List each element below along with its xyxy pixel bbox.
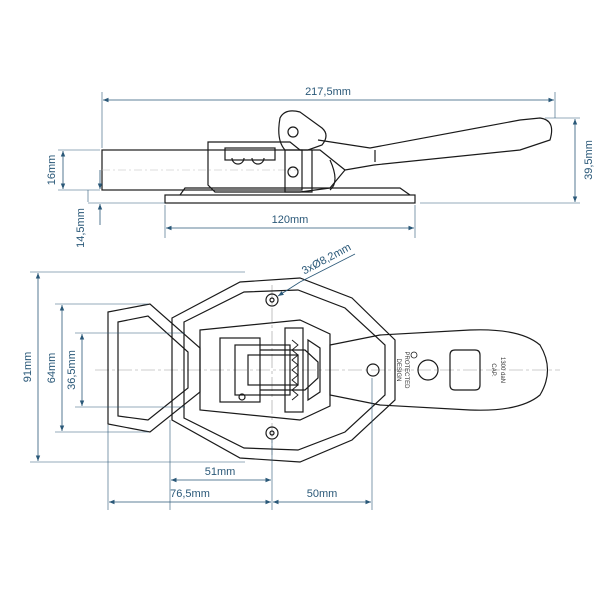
dim-total-height: 39,5mm — [583, 140, 595, 180]
lever-pivot — [366, 363, 380, 377]
logo-icon — [417, 359, 439, 381]
top-hook-outer — [107, 303, 201, 433]
top-view — [107, 277, 549, 463]
side-view — [101, 110, 553, 204]
side-base-plate — [164, 194, 416, 204]
dim-hook-inner-width: 36,5mm — [66, 350, 78, 390]
top-base-plate — [171, 277, 396, 463]
top-dimensions — [30, 253, 373, 510]
stamp-cap-1: CAP. — [490, 363, 496, 377]
side-dimensions — [58, 92, 580, 238]
side-mechanism — [207, 141, 346, 193]
dim-overall-width: 91mm — [22, 352, 34, 383]
lever-slot — [449, 349, 481, 391]
side-pivot-hole-bottom — [287, 166, 299, 178]
dim-hook-to-holes: 76,5mm — [170, 488, 210, 500]
dim-overall-length: 217,5mm — [305, 86, 351, 98]
dim-holes-to-center: 50mm — [307, 488, 338, 500]
side-lever — [317, 117, 553, 171]
stamp-design-1: DESIGN — [395, 358, 401, 381]
dim-base-length: 120mm — [272, 214, 309, 226]
top-hook-inner — [117, 315, 189, 421]
dim-hole-to-hook: 51mm — [205, 466, 236, 478]
stamp-cap-2: 1300 daN — [499, 357, 505, 383]
side-pivot-hole-top — [287, 126, 299, 138]
top-lever-handle — [329, 329, 549, 411]
dim-base-offset: 14,5mm — [75, 208, 87, 248]
mounting-hole-top — [265, 293, 279, 307]
dim-hook-width: 64mm — [46, 353, 58, 384]
dim-bar-height: 16mm — [46, 155, 58, 186]
stamp-design-2: PROTECTED — [403, 351, 409, 389]
top-mechanism — [199, 319, 331, 421]
mounting-hole-bottom — [265, 426, 279, 440]
